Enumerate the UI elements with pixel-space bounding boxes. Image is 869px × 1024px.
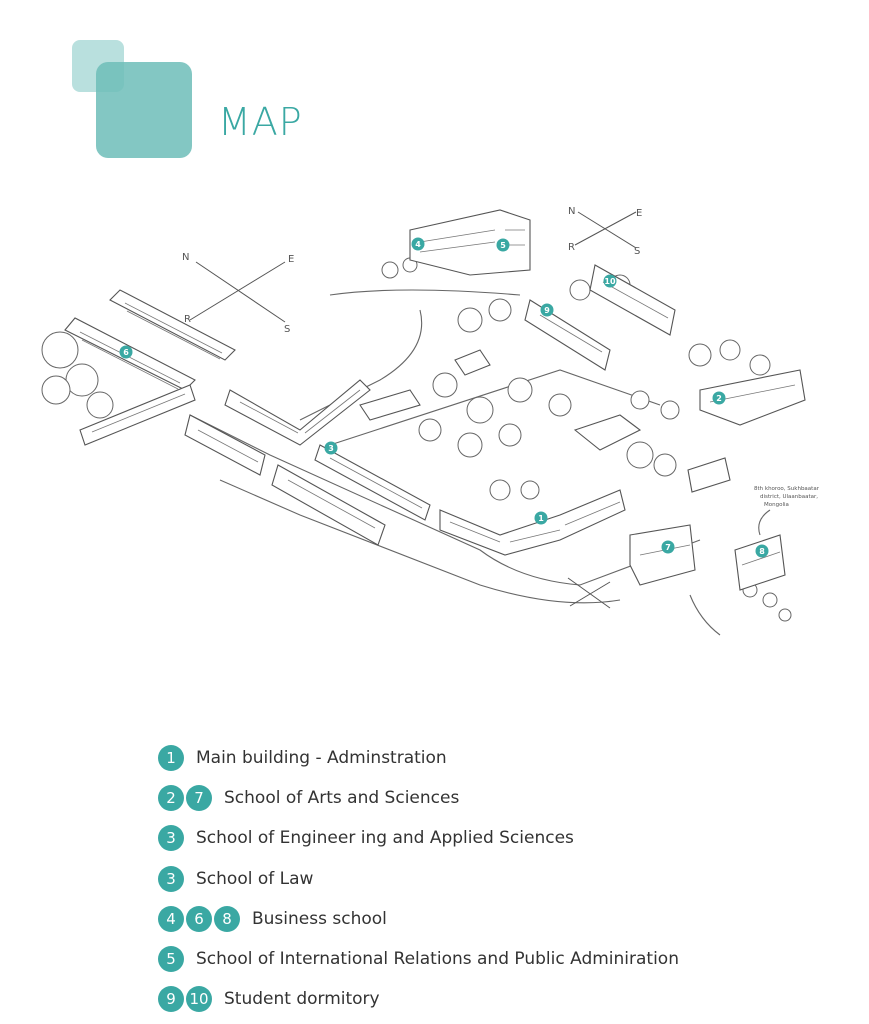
legend-number-badge: 5 [158, 946, 184, 973]
map-marker-circle [603, 274, 617, 288]
address-line: Mongolia [764, 502, 789, 508]
map-marker-label: 1 [538, 514, 544, 523]
map-marker-10: 10 [603, 274, 617, 288]
map-marker-3: 3 [324, 441, 338, 455]
map-marker-label: 3 [328, 444, 334, 453]
map-marker-label: 10 [604, 277, 616, 286]
legend-label: Business school [252, 908, 387, 929]
map-marker-5: 5 [496, 238, 510, 252]
legend-row: 5 School of International Relations and P… [158, 939, 679, 979]
compass-e: E [636, 208, 642, 219]
map-marker-circle [755, 544, 769, 558]
map-marker-9: 9 [540, 303, 554, 317]
legend-label: School of Engineer ing and Applied Scien… [196, 828, 574, 849]
legend-label: School of Arts and Sciences [224, 788, 460, 809]
legend-row: 3 School of Law [158, 859, 679, 899]
roads [189, 289, 721, 636]
address-line: 8th khoroo, Sukhbaatar [754, 486, 820, 492]
legend-label: Student dormitory [224, 989, 380, 1010]
address-note: 8th khoroo, Sukhbaatar district, Ulaanba… [754, 486, 820, 536]
compass-s: S [284, 324, 290, 335]
map-marker-label: 4 [415, 240, 421, 249]
map-marker-circle [496, 238, 510, 252]
compass-n: N [568, 206, 575, 217]
legend-row: 3 School of Engineer ing and Applied Scie… [158, 818, 679, 858]
compass-s: S [634, 246, 640, 257]
address-line: district, Ulaanbaatar, [760, 494, 818, 500]
map-marker-circle [540, 303, 554, 317]
legend-label: Main building - Adminstration [196, 748, 447, 769]
map-marker-label: 5 [500, 241, 506, 250]
map-marker-1: 1 [534, 511, 548, 525]
legend-number-badge: 2 [158, 785, 184, 812]
legend-badges: 3 [158, 865, 186, 892]
compass-right: N E S R [568, 206, 642, 257]
map-marker-label: 9 [544, 306, 550, 315]
map-marker-8: 8 [755, 544, 769, 558]
map-marker-circle [661, 540, 675, 554]
legend-number-badge: 8 [214, 905, 240, 932]
page-title: MAP [218, 100, 303, 144]
map-marker-label: 8 [759, 547, 765, 556]
compass-e: E [288, 254, 294, 265]
compass-left: N E S R [182, 252, 294, 335]
compass-bottom [567, 577, 611, 609]
map-marker-2: 2 [712, 391, 726, 405]
legend-number-badge: 10 [186, 986, 212, 1013]
legend-number-badge: 1 [158, 745, 184, 772]
legend-badges: 1 [158, 745, 186, 772]
legend-badges: 3 [158, 825, 186, 852]
map-marker-7: 7 [661, 540, 675, 554]
map-marker-circle [119, 345, 133, 359]
legend-number-badge: 3 [158, 865, 184, 892]
legend-number-badge: 4 [158, 905, 184, 932]
map-marker-label: 7 [665, 543, 671, 552]
legend-label: School of Law [196, 868, 314, 889]
campus-map: N E S R N E S R 8th khoroo, Sukhbaatar d… [41, 206, 820, 636]
legend-number-badge: 9 [158, 986, 184, 1013]
compass-r: R [184, 314, 191, 325]
legend-badges: 5 [158, 946, 186, 973]
compass-n: N [182, 252, 189, 263]
legend-row: 1 Main building - Adminstration [158, 738, 679, 778]
map-marker-circle [534, 511, 548, 525]
decor-square-large [96, 62, 192, 158]
trees [41, 257, 792, 622]
buildings [64, 209, 806, 591]
legend-label: School of International Relations and Pu… [196, 949, 679, 970]
map-marker-circle [411, 237, 425, 251]
legend-number-badge: 7 [186, 785, 212, 812]
legend-number-badge: 3 [158, 825, 184, 852]
map-marker-label: 6 [123, 348, 129, 357]
legend-number-badge: 6 [186, 905, 212, 932]
map-marker-label: 2 [716, 394, 722, 403]
map-marker-circle [324, 441, 338, 455]
compass-r: R [568, 242, 575, 253]
map-marker-circle [712, 391, 726, 405]
map-marker-4: 4 [411, 237, 425, 251]
map-marker-6: 6 [119, 345, 133, 359]
map-markers: 1 2 3 4 5 6 7 8 9 10 [119, 237, 769, 558]
